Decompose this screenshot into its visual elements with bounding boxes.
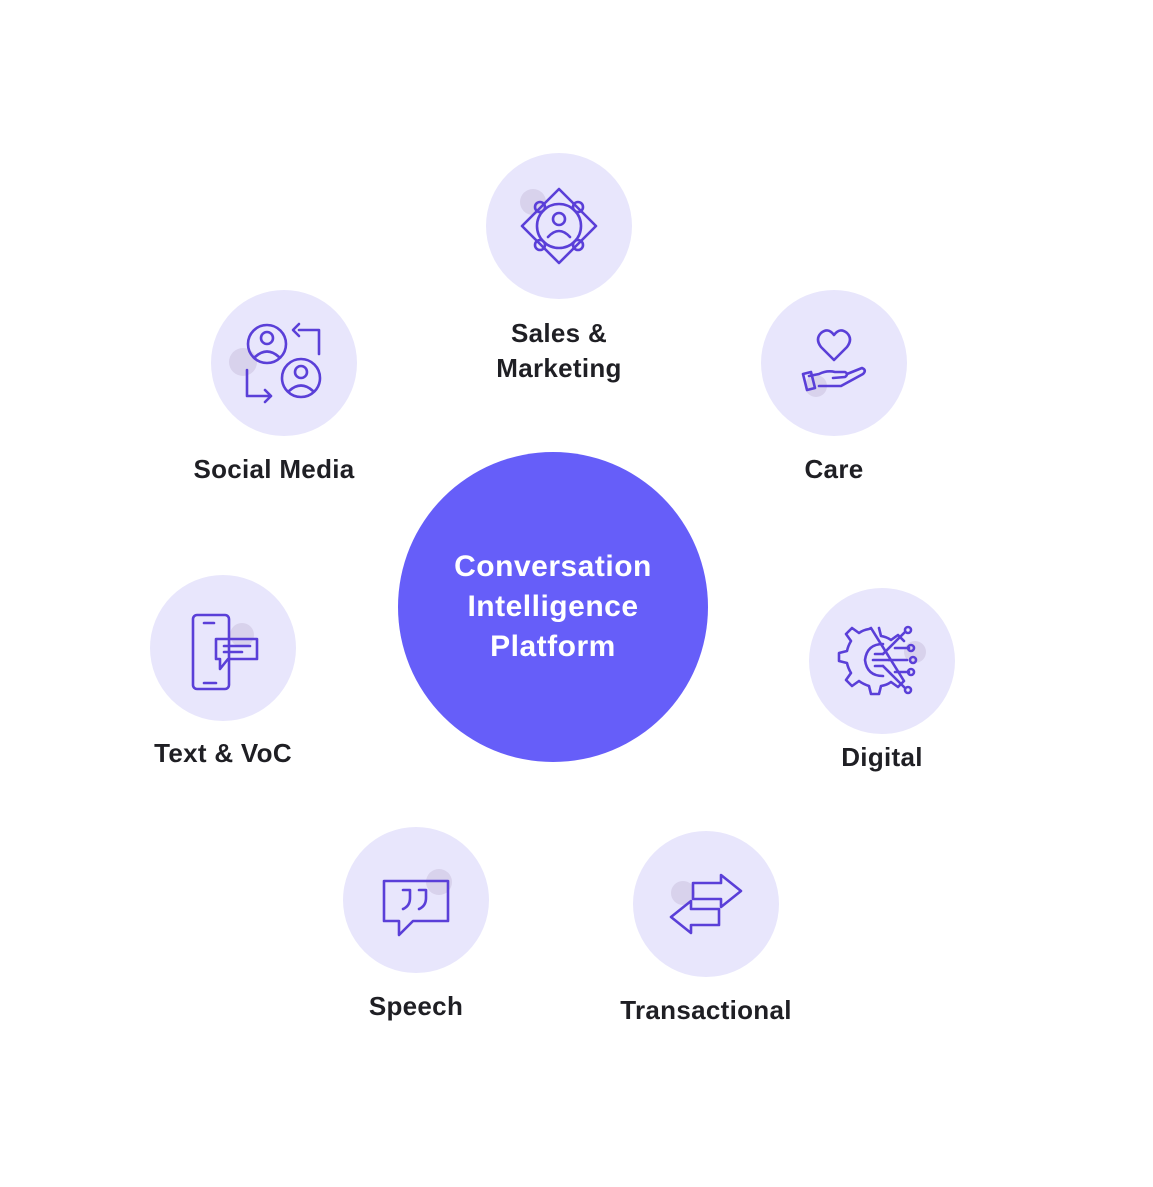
node-label-digital: Digital [841,742,923,772]
node-speech [343,827,489,973]
people-network-icon [520,187,598,265]
node-social-media [211,290,357,436]
node-label-care: Care [804,454,864,484]
phone-message-icon [191,613,259,691]
node-transactional [633,831,779,977]
node-text-voc [150,575,296,721]
node-care [761,290,907,436]
quote-bubble-icon [382,869,452,937]
platform-hub-label: Conversation Intelligence Platform [454,550,652,663]
node-label-speech: Speech [368,991,464,1021]
node-label-sales-marketing: Sales & Marketing [496,318,622,383]
heart-hand-icon [801,329,867,397]
platform-hub: Conversation Intelligence Platform [398,452,708,762]
exchange-arrows-icon [669,873,743,935]
node-digital [809,588,955,734]
node-label-social-media: Social Media [193,454,355,484]
node-label-transactional: Transactional [620,995,792,1025]
node-label-text-voc: Text & VoC [154,738,292,768]
gear-circuit-icon [837,625,926,696]
node-sales-marketing [486,153,632,299]
user-swap-icon [229,322,322,404]
